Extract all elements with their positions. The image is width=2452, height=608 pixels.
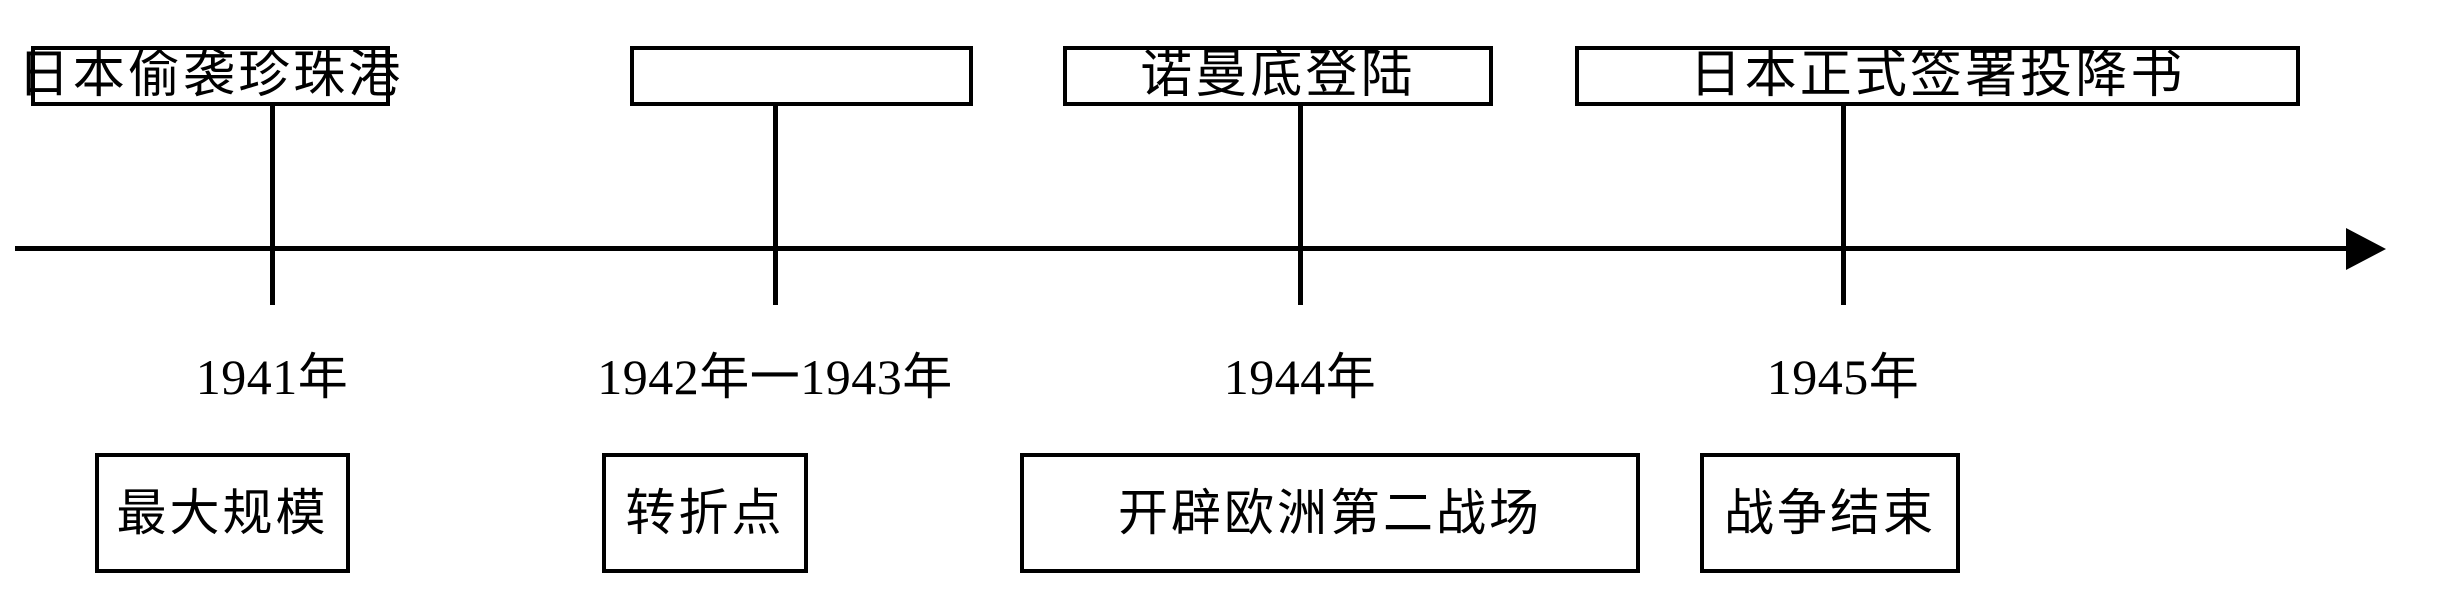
event-box-below-3[interactable]: 开辟欧洲第二战场 <box>1020 453 1640 573</box>
axis-tick-4 <box>1841 198 1846 305</box>
year-label-3: 1944年 <box>1223 349 1377 405</box>
event-label-above-3: 诺曼底登陆 <box>1140 47 1416 104</box>
axis-tick-2 <box>773 198 778 305</box>
year-label-1: 1941年 <box>195 349 349 405</box>
event-box-above-1[interactable]: 日本偷袭珍珠港 <box>18 46 400 106</box>
event-label-below-3: 开辟欧洲第二战场 <box>1118 485 1542 541</box>
year-label-4: 1945年 <box>1766 349 1920 405</box>
event-label-above-1: 日本偷袭珍珠港 <box>17 47 404 104</box>
event-box-above-2-blank[interactable] <box>630 46 973 106</box>
event-box-above-3[interactable]: 诺曼底登陆 <box>1063 46 1493 106</box>
event-box-below-1[interactable]: 最大规模 <box>95 453 350 573</box>
timeline-arrow-icon <box>2346 228 2386 270</box>
event-label-below-4: 战争结束 <box>1724 485 1936 541</box>
timeline-axis-line <box>15 246 2352 251</box>
event-label-below-1: 最大规模 <box>116 485 329 541</box>
axis-tick-3 <box>1298 198 1303 305</box>
event-box-below-2[interactable]: 转折点 <box>602 453 808 573</box>
connector-tick-above-2 <box>773 106 778 198</box>
axis-tick-1 <box>270 198 275 305</box>
connector-tick-above-4 <box>1841 106 1846 198</box>
event-label-above-4: 日本正式签署投降书 <box>1689 47 2186 104</box>
event-label-below-2: 转折点 <box>625 485 785 541</box>
connector-tick-above-3 <box>1298 106 1303 198</box>
year-label-2: 1942年一1943年 <box>597 349 953 405</box>
connector-tick-above-1 <box>270 106 275 198</box>
event-box-above-4[interactable]: 日本正式签署投降书 <box>1575 46 2300 106</box>
event-box-below-4[interactable]: 战争结束 <box>1700 453 1960 573</box>
